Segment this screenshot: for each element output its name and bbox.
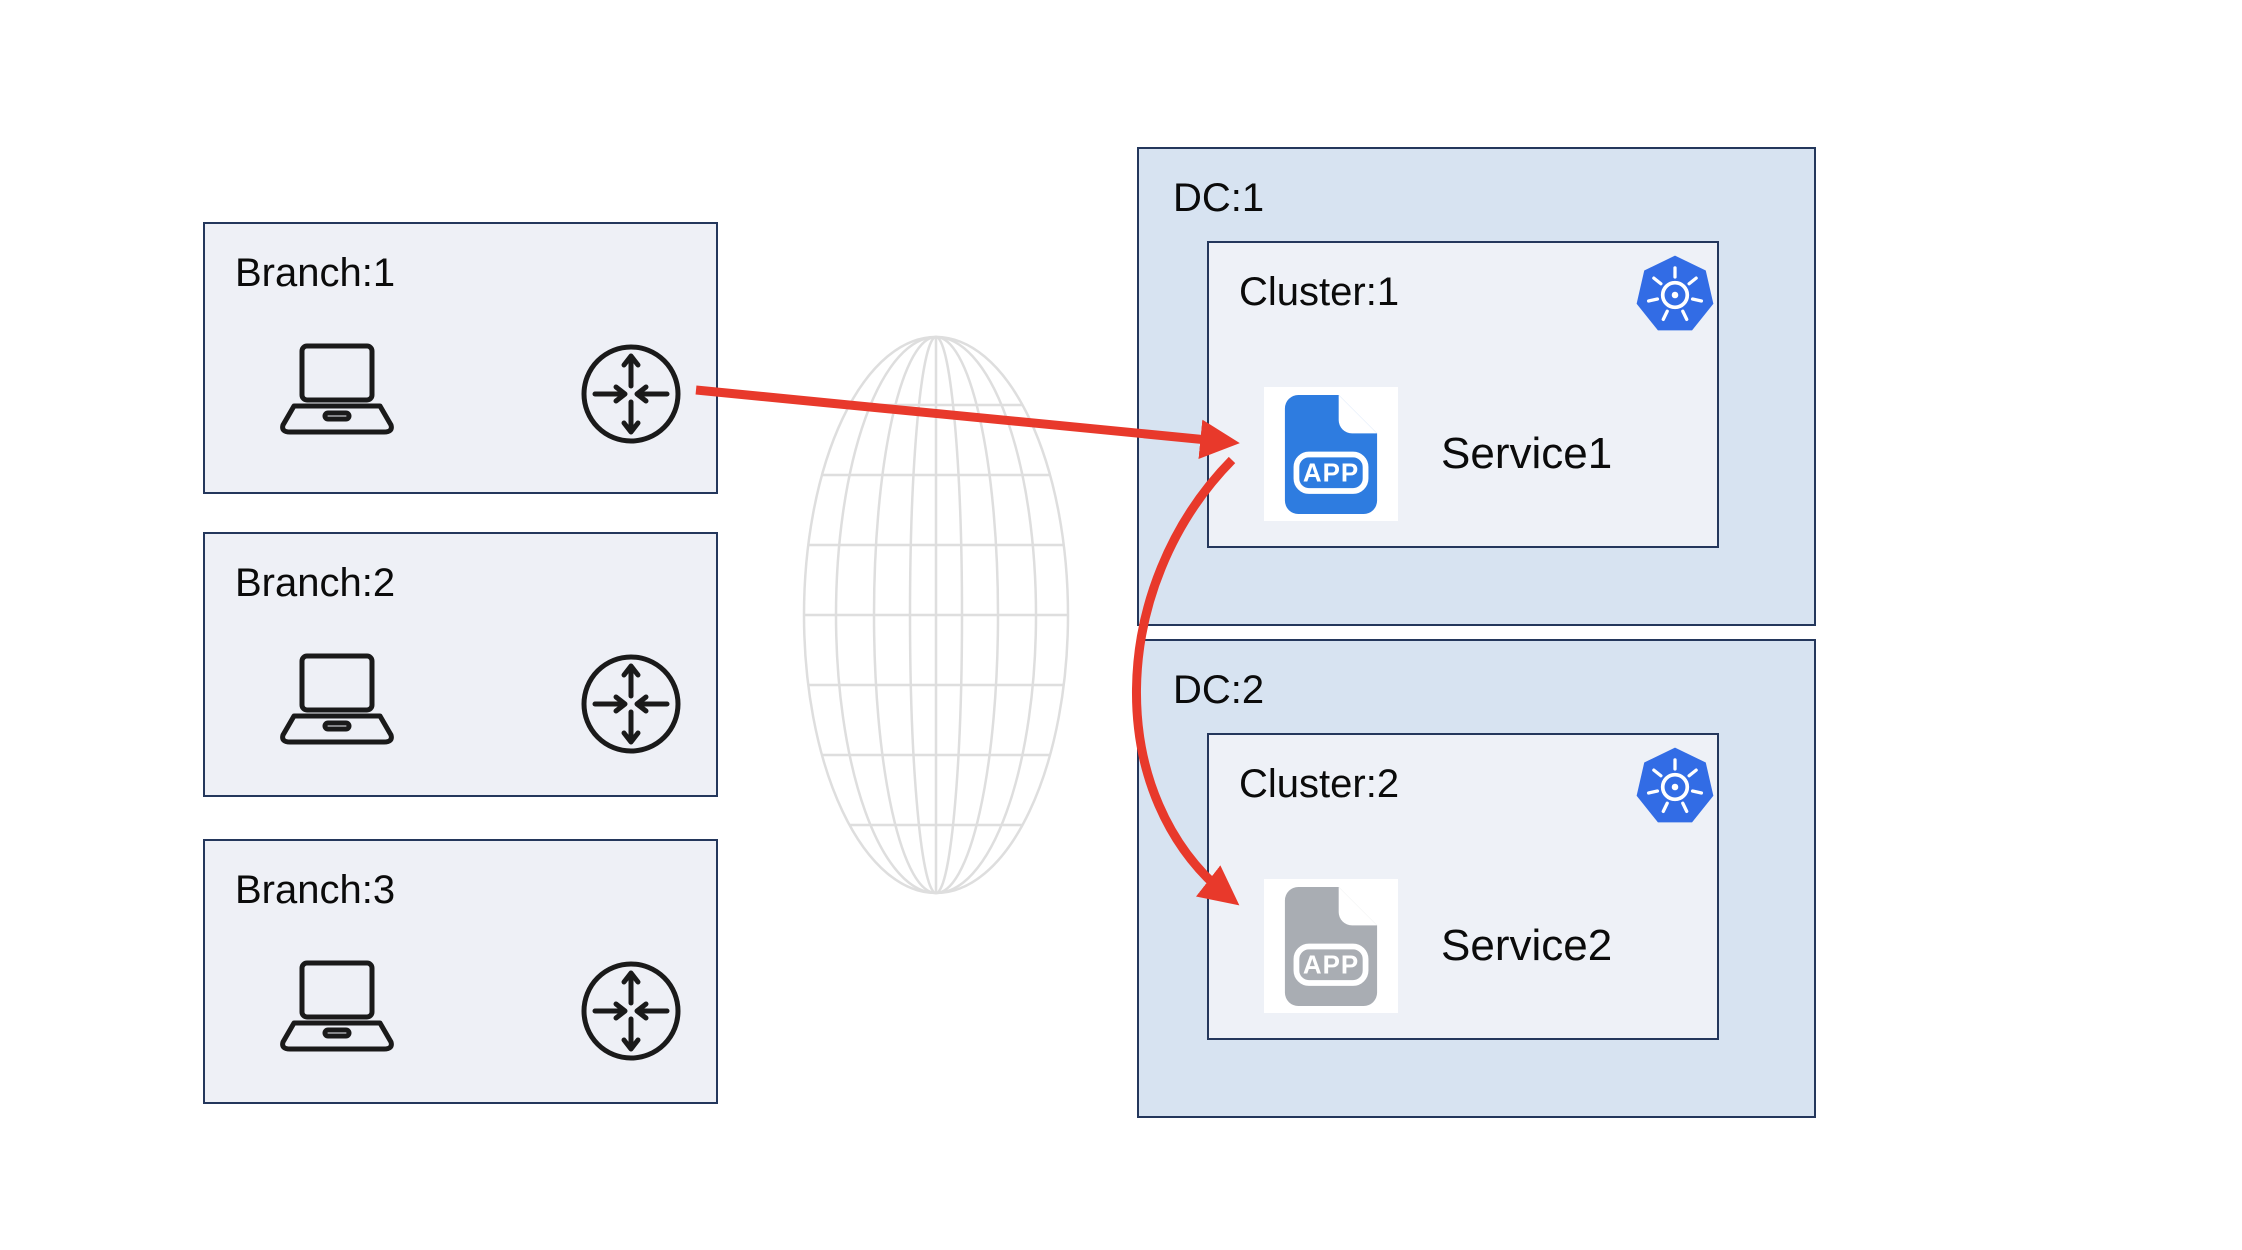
- kubernetes-icon: [1636, 255, 1714, 331]
- service-2-label: Service2: [1441, 921, 1613, 970]
- cluster-2-box: Cluster:2 APP S: [1207, 733, 1719, 1040]
- laptop-icon: [280, 960, 394, 1052]
- branch-3-label: Branch:3: [235, 868, 396, 912]
- branch-1-box: Branch:1: [203, 222, 718, 494]
- dc-1-box: DC:1 Cluster:1 APP: [1137, 147, 1816, 626]
- kubernetes-icon: [1636, 747, 1714, 823]
- branch-3-box: Branch:3: [203, 839, 718, 1104]
- app-file-icon: APP: [1264, 879, 1398, 1013]
- router-icon: [581, 654, 681, 754]
- dc-1-label: DC:1: [1173, 176, 1265, 220]
- app-icon-text: APP: [1303, 951, 1359, 979]
- dc-2-label: DC:2: [1173, 668, 1265, 712]
- dc-2-box: DC:2 Cluster:2 APP: [1137, 639, 1816, 1118]
- branch-1-label: Branch:1: [235, 251, 396, 295]
- cluster-2-label: Cluster:2: [1239, 762, 1400, 806]
- branch-2-label: Branch:2: [235, 561, 396, 605]
- cluster-1-box: Cluster:1 APP S: [1207, 241, 1719, 548]
- globe-icon: [802, 335, 1070, 895]
- service-1-label: Service1: [1441, 429, 1613, 478]
- cluster-1-label: Cluster:1: [1239, 270, 1400, 314]
- app-icon-text: APP: [1303, 459, 1359, 487]
- laptop-icon: [280, 653, 394, 745]
- router-icon: [581, 961, 681, 1061]
- app-file-icon: APP: [1264, 387, 1398, 521]
- laptop-icon: [280, 343, 394, 435]
- router-icon: [581, 344, 681, 444]
- branch-2-box: Branch:2: [203, 532, 718, 797]
